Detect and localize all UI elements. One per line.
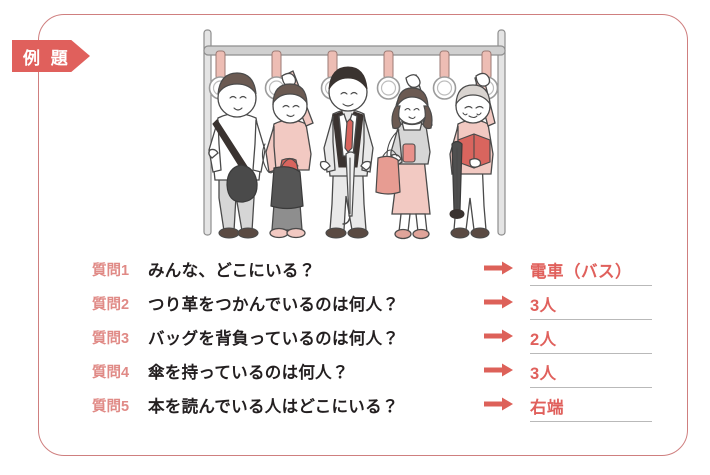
passenger-1	[208, 72, 266, 239]
answer-text-2: 3人	[530, 297, 557, 315]
answer-text-4: 3人	[530, 365, 557, 383]
question-text-1: みんな、どこにいる？	[148, 262, 316, 280]
question-answer-list: 質問1 みんな、どこにいる？ 電車（バス） 質問2 つり革をつかんでいるのは何人…	[92, 256, 652, 426]
answer-cell-3: 2人	[530, 324, 652, 354]
right-arrow-icon	[484, 358, 530, 377]
answer-cell-2: 3人	[530, 290, 652, 320]
answer-cell-5: 右端	[530, 392, 652, 422]
qa-row-2: 質問2 つり革をつかんでいるのは何人？ 3人	[92, 290, 652, 324]
example-badge-label: 例 題	[23, 48, 71, 68]
qa-row-4: 質問4 傘を持っているのは何人？ 3人	[92, 358, 652, 392]
handrail-bar	[203, 45, 506, 56]
qa-row-3: 質問3 バッグを背負っているのは何人？ 2人	[92, 324, 652, 358]
question-label-5: 質問5	[92, 399, 130, 415]
right-arrow-icon	[484, 256, 530, 275]
question-label-1: 質問1	[92, 263, 130, 279]
answer-text-1: 電車（バス）	[530, 263, 632, 281]
answer-text-3: 2人	[530, 331, 557, 349]
question-text-3: バッグを背負っているのは何人？	[148, 330, 400, 348]
qa-row-5: 質問5 本を読んでいる人はどこにいる？ 右端	[92, 392, 652, 426]
example-badge: 例 題	[12, 40, 90, 72]
handrail-poles	[203, 29, 506, 236]
book-5	[457, 133, 491, 169]
passenger-2	[261, 70, 314, 239]
question-label-3: 質問3	[92, 331, 130, 347]
train-passengers-illustration: .ln { fill:none; stroke:#4a4a4a; stroke-…	[186, 18, 526, 243]
answer-cell-4: 3人	[530, 358, 652, 388]
answer-cell-1: 電車（バス）	[530, 256, 652, 286]
right-arrow-icon	[484, 392, 530, 411]
question-text-5: 本を読んでいる人はどこにいる？	[148, 398, 399, 416]
shoulder-bag-4	[375, 129, 401, 195]
umbrella-5	[449, 140, 465, 219]
right-arrow-icon	[484, 324, 530, 343]
right-arrow-icon	[484, 290, 530, 309]
passenger-3	[319, 66, 374, 239]
passenger-4	[375, 74, 433, 240]
umbrella-center	[342, 151, 356, 225]
qa-row-1: 質問1 みんな、どこにいる？ 電車（バス）	[92, 256, 652, 290]
question-text-4: 傘を持っているのは何人？	[148, 364, 349, 382]
answer-text-5: 右端	[530, 399, 564, 417]
question-text-2: つり革をつかんでいるのは何人？	[148, 296, 400, 314]
question-label-4: 質問4	[92, 365, 130, 381]
question-label-2: 質問2	[92, 297, 130, 313]
passenger-5	[449, 72, 496, 239]
